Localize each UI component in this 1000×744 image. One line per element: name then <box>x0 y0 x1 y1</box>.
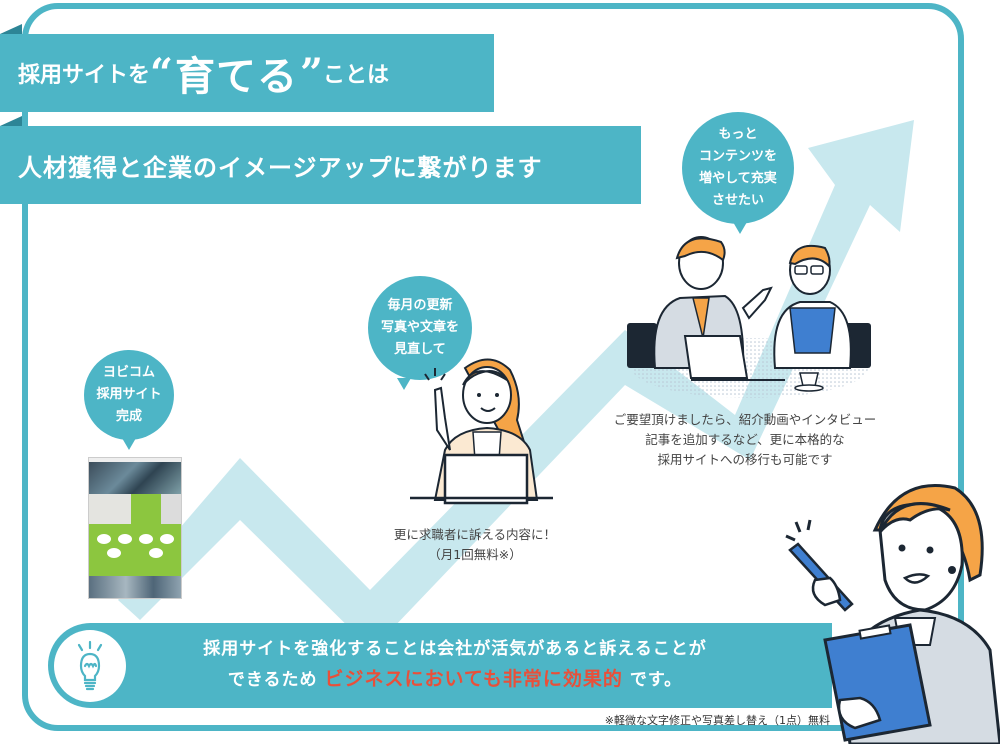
callout-line-2: できるため ビジネスにおいても非常に効果的 です。 <box>130 664 780 695</box>
headline-suffix: ことは <box>323 63 390 88</box>
step-3-caption: ご要望頂けましたら、紹介動画やインタビュー 記事を追加するなど、更に本格的な 採… <box>580 410 910 470</box>
summary-callout <box>48 623 832 708</box>
caption-line: ご要望頂けましたら、紹介動画やインタビュー <box>613 412 877 427</box>
quote-close: ” <box>300 49 324 97</box>
bubble-line: コンテンツを <box>698 149 777 164</box>
woman-with-clipboard-illustration <box>785 484 1000 744</box>
bubble-line: させたい <box>711 193 764 208</box>
banner-fold <box>0 116 22 126</box>
website-screenshot-thumbnail <box>88 457 182 599</box>
caption-line: 記事を追加するなど、更に本格的な <box>645 432 845 447</box>
banner-fold <box>0 24 22 34</box>
bubble-tail <box>733 222 748 234</box>
speech-bubble-step-2: 毎月の更新 写真や文章を 見直して <box>368 276 472 390</box>
bubble-line: 採用サイト <box>96 387 162 402</box>
callout-prefix: できるため <box>227 670 318 690</box>
headline-banner-1: 採用サイトを “ 育てる ” ことは <box>0 34 494 112</box>
bubble-line: 毎月の更新 <box>387 298 453 313</box>
callout-suffix: です。 <box>629 670 683 690</box>
business-meeting-illustration <box>627 236 871 398</box>
caption-line: （月1回無料※） <box>428 547 522 562</box>
callout-highlight: ビジネスにおいても非常に効果的 <box>324 668 623 690</box>
woman-at-laptop-illustration <box>410 358 553 505</box>
bubble-line: もっと <box>718 127 758 142</box>
lightbulb-icon <box>77 640 103 691</box>
callout-message: 採用サイトを強化することは会社が活気があると訴えることが できるため ビジネスに… <box>130 634 780 695</box>
quote-open: “ <box>150 49 174 97</box>
bubble-tail <box>397 378 412 390</box>
caption-line: 更に求職者に訴える内容に！ <box>393 527 557 542</box>
bubble-line: 見直して <box>394 342 446 357</box>
lightbulb-badge <box>54 630 126 702</box>
bubble-line: 完成 <box>115 409 142 424</box>
speech-bubble-step-1: ヨビコム 採用サイト 完成 <box>84 350 174 450</box>
callout-line-1: 採用サイトを強化することは会社が活気があると訴えることが <box>203 639 707 659</box>
headline-emphasis: 育てる <box>175 54 299 100</box>
caption-line: 採用サイトへの移行も可能です <box>657 452 833 467</box>
headline-subtitle: 人材獲得と企業のイメージアップに繋がります <box>18 153 543 182</box>
bubble-tail <box>122 438 136 450</box>
bubble-line: 増やして充実 <box>699 171 777 186</box>
footnote: ※軽微な文字修正や写真差し替え（1点）無料 <box>604 714 830 727</box>
headline-banner-2: 人材獲得と企業のイメージアップに繋がります <box>0 126 641 204</box>
speech-bubble-step-3: もっと コンテンツを 増やして充実 させたい <box>682 112 794 234</box>
bubble-line: 写真や文章を <box>380 320 459 335</box>
step-2-caption: 更に求職者に訴える内容に！ （月1回無料※） <box>360 525 590 565</box>
headline-prefix: 採用サイトを <box>18 63 151 88</box>
bubble-line: ヨビコム <box>102 365 155 380</box>
